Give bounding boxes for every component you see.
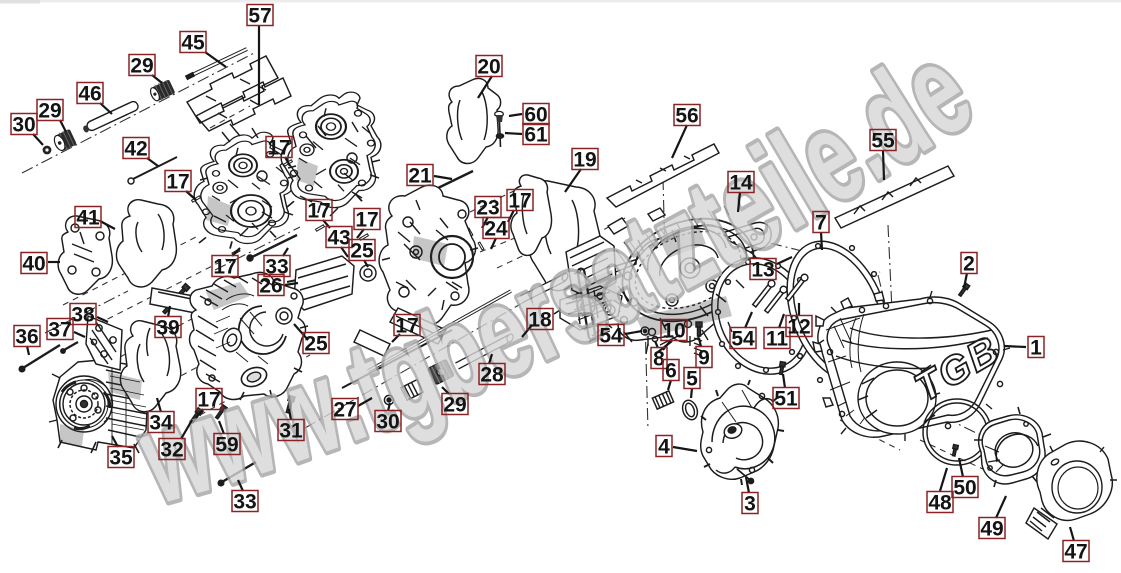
svg-text:17: 17 [307,200,330,223]
svg-text:21: 21 [408,165,432,188]
svg-text:9: 9 [698,347,710,370]
svg-text:48: 48 [928,492,952,515]
svg-text:61: 61 [524,124,548,147]
svg-text:43: 43 [327,227,350,250]
svg-text:17: 17 [395,315,418,338]
svg-text:23: 23 [476,197,499,220]
svg-text:8: 8 [653,348,665,371]
svg-text:4: 4 [658,436,670,459]
svg-text:42: 42 [124,138,147,161]
svg-text:27: 27 [333,399,356,422]
svg-text:38: 38 [71,304,95,327]
svg-text:31: 31 [279,420,303,443]
svg-text:29: 29 [443,394,466,417]
svg-text:33: 33 [265,256,288,279]
svg-text:19: 19 [573,149,596,172]
svg-text:57: 57 [248,5,271,28]
svg-text:49: 49 [980,518,1003,541]
svg-text:30: 30 [12,114,35,137]
svg-text:26: 26 [259,275,282,298]
svg-text:29: 29 [38,100,61,123]
svg-text:24: 24 [484,218,508,241]
svg-text:50: 50 [953,477,976,500]
svg-text:5: 5 [686,368,698,391]
svg-text:34: 34 [149,412,173,435]
svg-text:36: 36 [15,326,38,349]
svg-text:7: 7 [815,212,827,235]
svg-text:54: 54 [599,325,623,348]
svg-text:17: 17 [508,190,531,213]
svg-text:20: 20 [477,56,500,79]
svg-text:17: 17 [213,256,236,279]
svg-text:17: 17 [166,171,189,194]
svg-text:45: 45 [181,32,205,55]
svg-text:30: 30 [376,411,399,434]
svg-text:56: 56 [675,105,698,128]
svg-text:11: 11 [766,328,789,351]
svg-text:10: 10 [662,320,685,343]
svg-text:51: 51 [774,388,798,411]
svg-text:14: 14 [729,172,753,195]
svg-text:37: 37 [48,319,71,342]
svg-text:40: 40 [22,253,45,276]
svg-text:3: 3 [744,493,756,516]
svg-text:39: 39 [156,317,179,340]
svg-text:35: 35 [109,447,133,470]
svg-text:41: 41 [76,207,100,230]
svg-text:29: 29 [130,55,153,78]
svg-text:17: 17 [355,209,378,232]
svg-text:13: 13 [751,259,774,282]
svg-text:25: 25 [304,333,328,356]
svg-text:6: 6 [665,360,677,383]
svg-text:17: 17 [197,389,220,412]
svg-text:12: 12 [787,316,810,339]
svg-text:47: 47 [1064,541,1087,564]
svg-text:25: 25 [350,240,374,263]
svg-text:59: 59 [215,434,238,457]
svg-text:33: 33 [233,491,256,514]
svg-text:60: 60 [524,104,547,127]
svg-text:17: 17 [267,137,290,160]
svg-text:46: 46 [78,83,101,106]
svg-text:54: 54 [731,328,755,351]
svg-text:55: 55 [871,130,895,153]
svg-text:2: 2 [963,253,975,276]
svg-text:28: 28 [480,364,504,387]
svg-text:1: 1 [1030,337,1042,360]
svg-text:18: 18 [528,309,552,332]
svg-text:32: 32 [160,439,183,462]
